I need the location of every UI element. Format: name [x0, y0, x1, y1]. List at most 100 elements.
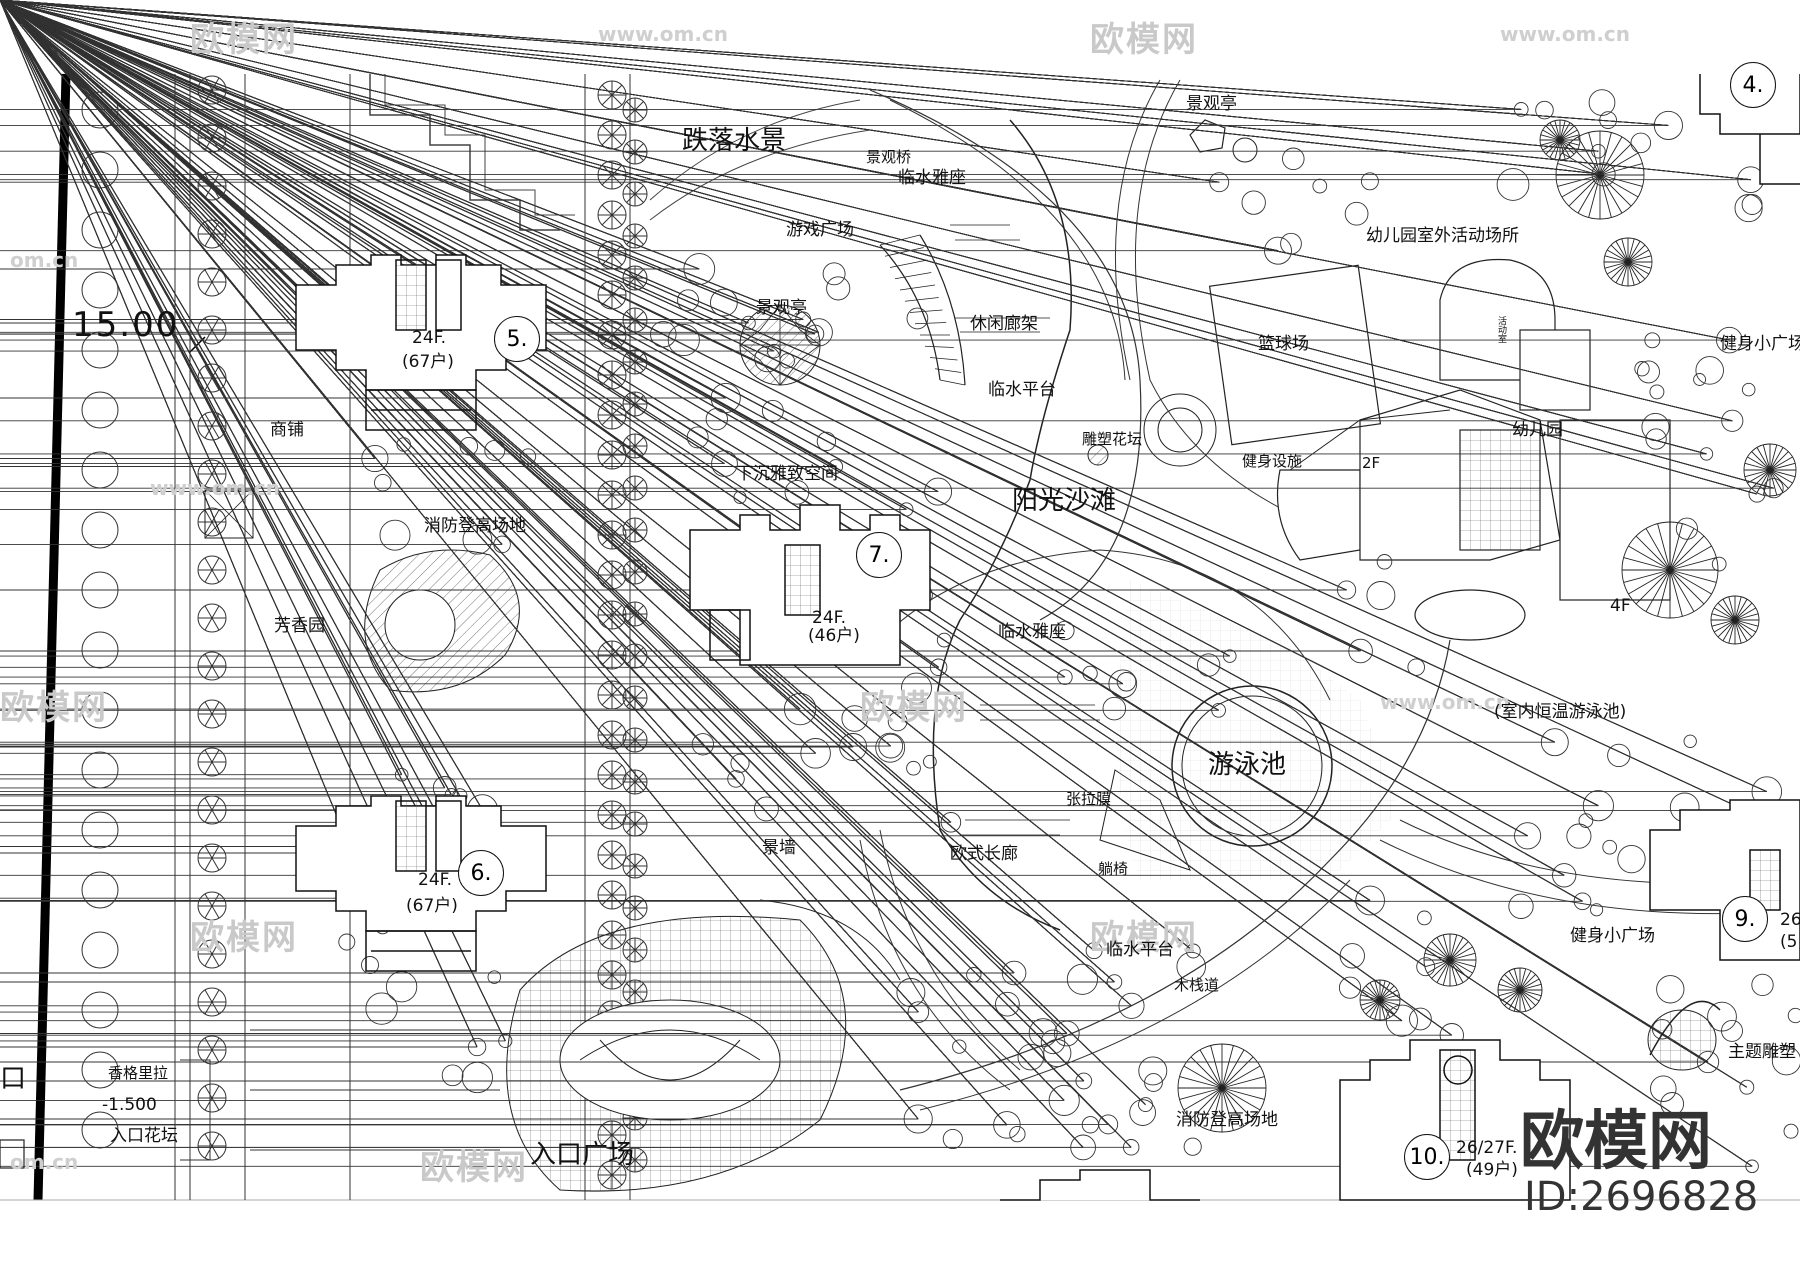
kindergarten-outdoor-label: 幼儿园室外活动场所: [1366, 226, 1519, 246]
shrub: [1129, 1099, 1156, 1126]
pergola-rib: [889, 259, 928, 268]
residential-building: [1000, 1169, 1200, 1201]
street-tree: [622, 811, 648, 837]
tensile-membrane-label: 张拉膜: [1066, 790, 1112, 808]
watermark-url: www.om.cn: [1380, 690, 1511, 714]
street-tree: [197, 747, 227, 777]
shrub: [1102, 696, 1127, 721]
street-tree: [81, 871, 119, 909]
pergola-rib: [929, 357, 958, 361]
shrub: [1734, 194, 1763, 223]
street-tree: [622, 895, 648, 921]
fragrant-garden-label: 芳香园: [274, 616, 325, 636]
shrub: [1578, 813, 1594, 828]
basketball-court-label: 篮球场: [1258, 334, 1309, 354]
pergola-rib: [909, 309, 943, 313]
street-tree: [197, 603, 227, 633]
view-bridge-label: 景观桥: [866, 148, 912, 166]
shrub: [1417, 910, 1432, 926]
shrub: [887, 711, 908, 732]
street-tree: [622, 517, 648, 543]
feature-tree: [1497, 967, 1543, 1013]
shrub: [0, 0, 476, 912]
shrub: [1630, 132, 1652, 154]
shrub: [1138, 1056, 1168, 1086]
shrub: [1675, 517, 1698, 540]
sunny-beach-label: 阳光沙滩: [1012, 486, 1117, 516]
building-floors: 24F.: [812, 608, 847, 628]
shrub: [1360, 172, 1379, 191]
brand-logo-text: 欧模网: [1520, 1105, 1712, 1179]
shrub: [1366, 581, 1396, 610]
indoor-pool-label: (室内恒温游泳池): [1494, 702, 1627, 722]
shrub: [0, 0, 1766, 503]
shrub: [901, 672, 932, 704]
street-tree: [197, 891, 227, 921]
street-tree: [197, 1035, 227, 1065]
shrub: [0, 0, 1080, 1116]
lounger-label: 躺椅: [1098, 860, 1129, 878]
street-tree: [81, 631, 119, 669]
pergola-rib: [939, 379, 966, 386]
shrub: [520, 448, 537, 465]
shrub: [441, 1064, 464, 1087]
street-tree: [622, 853, 648, 879]
shrub: [1695, 356, 1724, 385]
shrub: [1783, 1123, 1799, 1139]
residential-building: [295, 254, 547, 431]
feature-tree: [1743, 443, 1797, 497]
shrub: [0, 0, 1743, 354]
building-units: (67户): [402, 352, 454, 372]
building-units: (67户): [406, 896, 458, 916]
shrub: [0, 0, 1764, 194]
street-tree: [597, 800, 627, 830]
street-tree: [597, 440, 627, 470]
shrub: [0, 0, 1103, 960]
entry-flowerbed-label: 入口花坛: [110, 1126, 178, 1146]
shrub: [1183, 1137, 1202, 1156]
shrub: [0, 0, 469, 861]
brand-id-text: ID:2696828: [1524, 1174, 1759, 1220]
shrub: [361, 956, 379, 974]
building-number-tag: 10.: [1404, 1134, 1450, 1180]
shrub: [1721, 1019, 1743, 1042]
kindergarten-room-label: 活动室: [1496, 316, 1506, 343]
shrub: [462, 524, 493, 555]
street-tree: [81, 511, 119, 549]
street-tree: [597, 640, 627, 670]
fitness-square-label: 健身小广场: [1570, 926, 1655, 946]
watermark-brand: 欧模网: [860, 688, 968, 728]
street-tree: [81, 811, 119, 849]
cascade-water-label: 跌落水景: [682, 126, 787, 156]
kindergarten-floor-label: 4F: [1610, 596, 1631, 616]
street-tree: [81, 391, 119, 429]
shangri-la-label: 香格里拉: [108, 1064, 169, 1082]
pergola-rib: [904, 297, 939, 302]
watermark-url: om.cn: [10, 1150, 79, 1174]
street-tree: [81, 271, 119, 309]
shrub: [936, 632, 952, 648]
shrub: [1650, 1075, 1677, 1102]
shrub: [0, 0, 833, 347]
shrub: [1644, 332, 1661, 349]
shrub: [0, 0, 933, 1134]
shrub: [0, 0, 1616, 187]
shrub: [338, 933, 356, 951]
fire-site-label: 消防登高场地: [424, 516, 526, 536]
shrub: [0, 0, 1237, 663]
shrub: [753, 796, 779, 822]
residential-building: [1339, 1039, 1571, 1201]
waterside-seat-label: 临水雅座: [898, 168, 966, 188]
pergola-rib: [884, 247, 924, 257]
pergola-rib: [879, 234, 921, 246]
shrub: [1040, 1029, 1066, 1055]
feature-tree: [1539, 119, 1581, 161]
shrub: [0, 0, 1614, 822]
shrub: [0, 0, 782, 359]
shrub: [1645, 428, 1667, 450]
shrub: [710, 288, 738, 317]
shrub: [1116, 672, 1137, 692]
shrub: [0, 0, 1783, 807]
shrub: [0, 0, 1373, 664]
